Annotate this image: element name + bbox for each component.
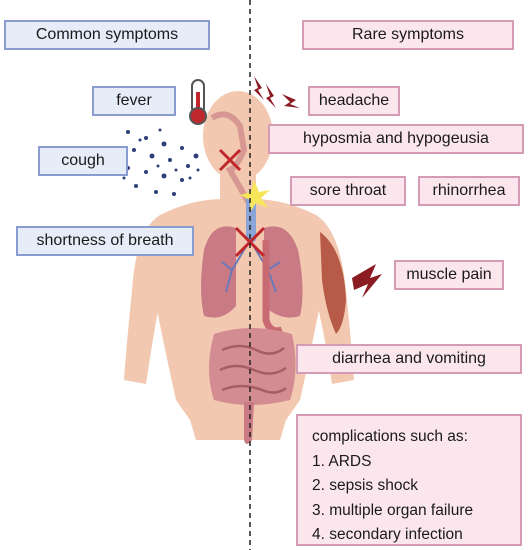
sore-throat-highlight <box>240 180 270 212</box>
complications-box: complications such as: 1. ARDS 2. sepsis… <box>296 414 522 546</box>
thermometer-icon <box>189 79 207 125</box>
rare-symptoms-header: Rare symptoms <box>302 20 514 50</box>
complication-item: 3. multiple organ failure <box>312 501 474 519</box>
symptom-cough: cough <box>38 146 128 176</box>
symptom-shortness-of-breath: shortness of breath <box>16 226 194 256</box>
trachea <box>246 196 256 242</box>
lightning-icon <box>352 264 382 298</box>
airway <box>210 111 253 240</box>
arm-muscle <box>320 232 346 334</box>
symptom-muscle-pain: muscle pain <box>394 260 504 290</box>
lungs <box>201 226 303 318</box>
lightning-icon <box>254 76 300 108</box>
cross-mark-icon <box>218 148 242 172</box>
complications-list: 1. ARDS 2. sepsis shock 3. multiple orga… <box>312 450 520 548</box>
rectum <box>244 402 254 444</box>
complication-item: 2. sepsis shock <box>312 477 418 494</box>
symptom-headache: headache <box>308 86 400 116</box>
intestines <box>209 328 296 405</box>
complication-item: 1. ARDS <box>312 452 372 470</box>
symptom-diarrhea: diarrhea and vomiting <box>296 344 522 374</box>
symptom-hyposmia: hyposmia and hypogeusia <box>268 124 524 154</box>
symptom-sore-throat: sore throat <box>290 176 406 206</box>
symptom-fever: fever <box>92 86 176 116</box>
common-symptoms-header: Common symptoms <box>4 20 210 50</box>
symptom-rhinorrhea: rhinorrhea <box>418 176 520 206</box>
cough-droplets-icon <box>122 128 200 196</box>
esophagus <box>262 240 284 335</box>
complication-item: 4. secondary infection <box>312 526 463 543</box>
complications-title: complications such as: <box>312 428 468 445</box>
cross-mark-icon <box>234 226 266 258</box>
